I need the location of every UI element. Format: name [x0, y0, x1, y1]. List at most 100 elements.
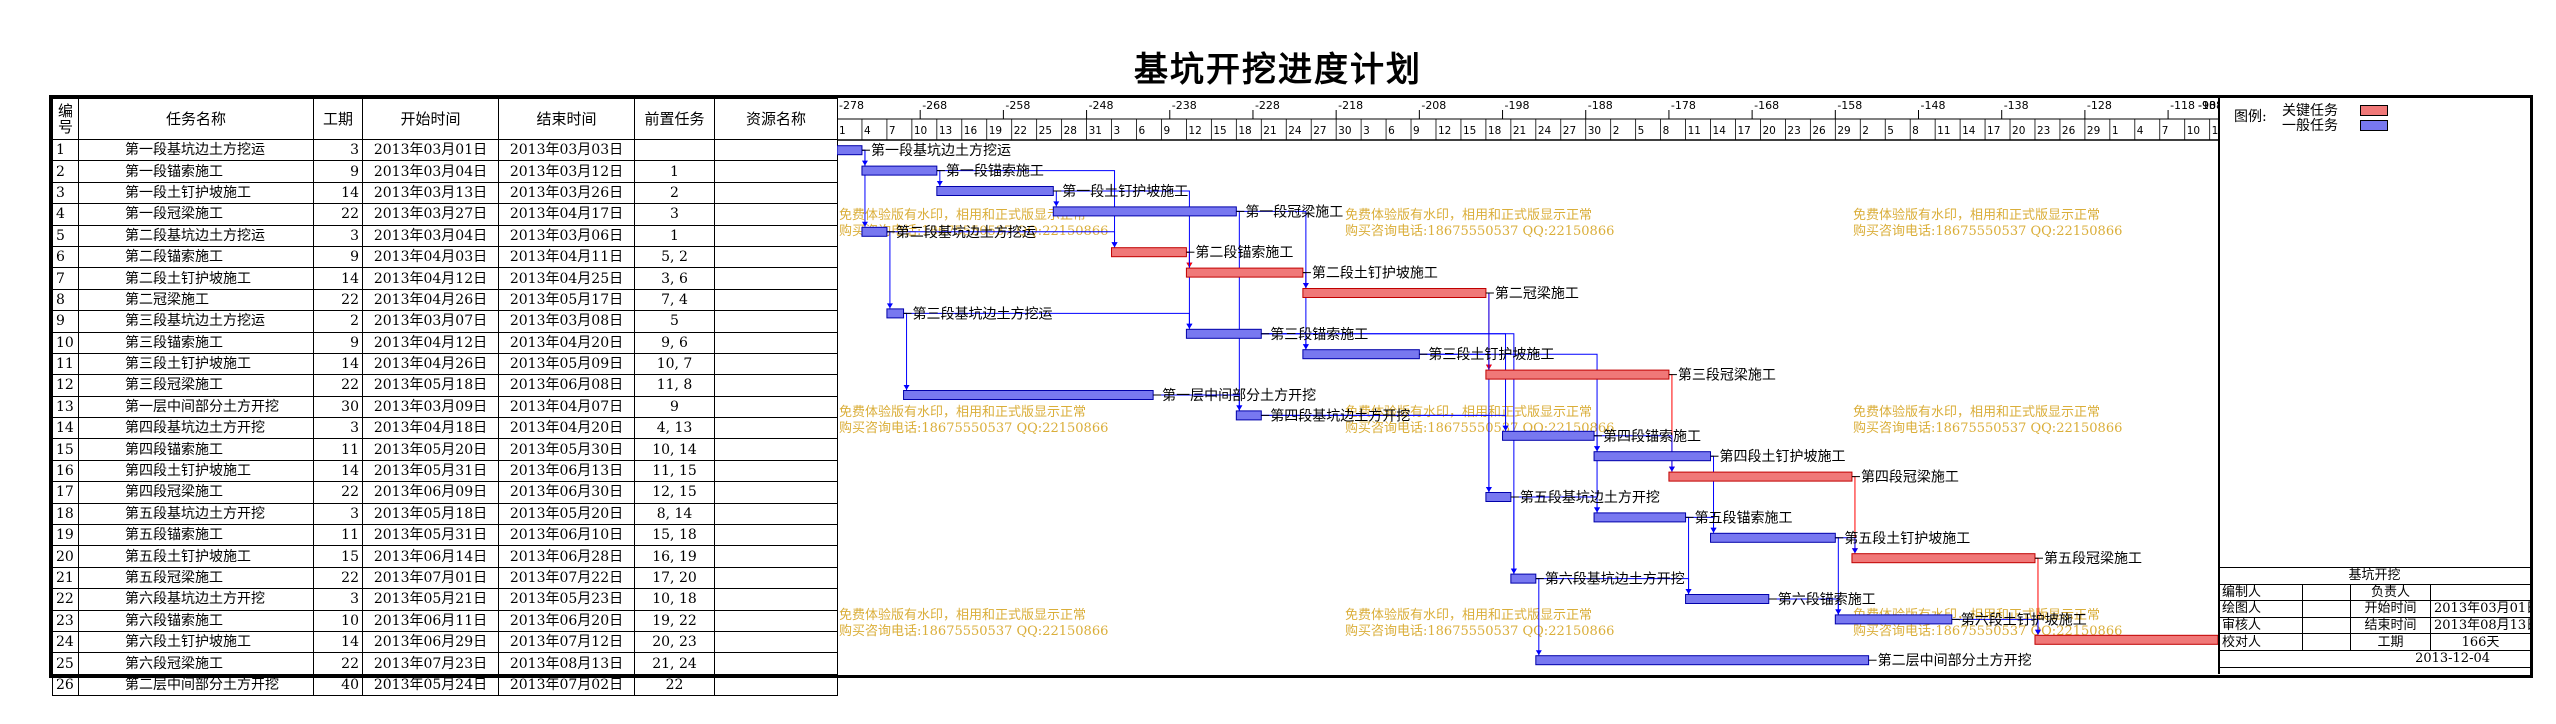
timescale-top-label: -178: [1671, 99, 1696, 112]
col-header-pred: 前置任务: [634, 98, 715, 140]
timescale-day-label: 26: [1812, 125, 1826, 137]
task-pred: 1: [634, 160, 715, 183]
timescale-top-label: -138: [2004, 99, 2029, 112]
task-id: 2: [52, 160, 79, 183]
info-value: [2429, 583, 2532, 602]
task-end: 2013年03月26日: [498, 181, 635, 205]
timescale-day-label: 6: [1138, 125, 1145, 137]
timescale-day-label: 5: [1638, 125, 1645, 137]
dependency-arrow: [2034, 629, 2041, 635]
task-duration: 22: [313, 374, 363, 397]
task-bar-label: 第三段土钉护坡施工: [1428, 346, 1554, 363]
timescale-day-label: 25: [1039, 125, 1052, 137]
dependency-line: [1419, 353, 1598, 452]
task-end: 2013年03月08日: [498, 310, 635, 333]
dependency-arrow: [1502, 425, 1509, 431]
timescale-top-label: -188: [1588, 99, 1613, 112]
task-id: 11: [52, 352, 79, 376]
task-duration: 22: [313, 203, 363, 226]
task-resource: [714, 352, 838, 376]
task-name: 第一层中间部分土方开挖: [78, 395, 314, 419]
dependency-arrow: [1485, 487, 1492, 492]
task-name: 第四段土钉护坡施工: [78, 459, 314, 483]
timescale-day-label: 1: [2112, 125, 2119, 137]
task-pred: 5: [634, 310, 715, 333]
timescale-day-label: 17: [1987, 125, 2000, 137]
task-start: 2013年03月27日: [362, 203, 499, 226]
task-id: 22: [52, 588, 79, 611]
task-pred: 10, 7: [634, 352, 715, 376]
task-bar: [903, 390, 1154, 400]
timescale-day-label: 30: [1588, 125, 1601, 137]
task-name: 第三段土钉护坡施工: [78, 352, 314, 376]
timescale-day-label: 13: [2212, 125, 2218, 137]
timescale-day-label: 14: [1962, 125, 1976, 137]
timescale-day-label: 3: [1363, 125, 1370, 137]
task-name: 第六段基坑边土方开挖: [78, 588, 314, 611]
task-end: 2013年06月20日: [498, 609, 635, 632]
task-start: 2013年06月29日: [362, 630, 499, 654]
task-id: 25: [52, 652, 79, 675]
task-bar-label: 第三段基坑边土方挖运: [913, 305, 1053, 322]
dependency-arrow: [1594, 507, 1601, 513]
task-name: 第五段基坑边土方开挖: [78, 502, 314, 526]
task-duration: 3: [313, 224, 363, 247]
task-duration: 3: [313, 588, 363, 611]
task-bar-label: 第二冠梁施工: [1495, 285, 1579, 302]
watermark-line1: 免费体验版有水印，相用和正式版显示正常: [1345, 404, 1592, 420]
timescale-day-label: 31: [1089, 125, 1102, 137]
task-name: 第六段冠梁施工: [78, 652, 314, 675]
task-duration: 3: [313, 138, 363, 162]
task-id: 17: [52, 481, 79, 504]
task-pred: 15, 18: [634, 524, 715, 547]
task-id: 16: [52, 459, 79, 483]
timescale-top-label: -278: [839, 99, 864, 112]
task-resource: [714, 288, 838, 312]
task-pred: 5, 2: [634, 245, 715, 269]
dependency-line: [1510, 496, 1598, 513]
timescale-day-label: 18: [1238, 125, 1251, 137]
task-end: 2013年03月03日: [498, 138, 635, 162]
task-id: 15: [52, 438, 79, 461]
task-duration: 2: [313, 310, 363, 333]
task-id: 5: [52, 224, 79, 247]
task-resource: [714, 502, 838, 526]
watermark-line2: 购买咨询电话:18675550537 QQ:22150866: [1345, 223, 1614, 239]
task-pred: 3: [634, 203, 715, 226]
task-bar: [1710, 532, 1836, 543]
task-duration: 14: [313, 267, 363, 290]
watermark-line1: 免费体验版有水印，相用和正式版显示正常: [1345, 207, 1592, 223]
task-bar: [1593, 512, 1687, 523]
task-duration: 10: [313, 609, 363, 632]
task-id: 1: [52, 138, 79, 162]
info-project: 基坑开挖: [2217, 567, 2532, 585]
task-pred: 11, 8: [634, 374, 715, 397]
task-start: 2013年07月01日: [362, 566, 499, 590]
task-end: 2013年05月23日: [498, 588, 635, 611]
timescale-top-label: -108: [2198, 99, 2218, 112]
task-start: 2013年05月18日: [362, 374, 499, 397]
timescale-day-label: 10: [2187, 125, 2200, 137]
task-bar: [1302, 349, 1420, 360]
task-bar: [1185, 328, 1262, 339]
task-duration: 3: [313, 417, 363, 440]
task-bar-label: 第五段锚索施工: [1695, 509, 1793, 526]
timescale-day-label: 22: [1014, 125, 1027, 137]
timescale-day-label: 12: [1188, 125, 1201, 137]
dependency-arrow: [1510, 568, 1517, 574]
task-start: 2013年05月31日: [362, 459, 499, 483]
task-end: 2013年07月12日: [498, 630, 635, 654]
timescale-day-label: 9: [1163, 125, 1170, 137]
task-resource: [714, 673, 838, 697]
dependency-line: [1153, 394, 1240, 411]
timescale-day-label: 21: [1513, 125, 1526, 137]
timescale-day-label: 29: [1837, 125, 1850, 137]
task-id: 19: [52, 524, 79, 547]
dependency-arrow: [1851, 548, 1858, 554]
